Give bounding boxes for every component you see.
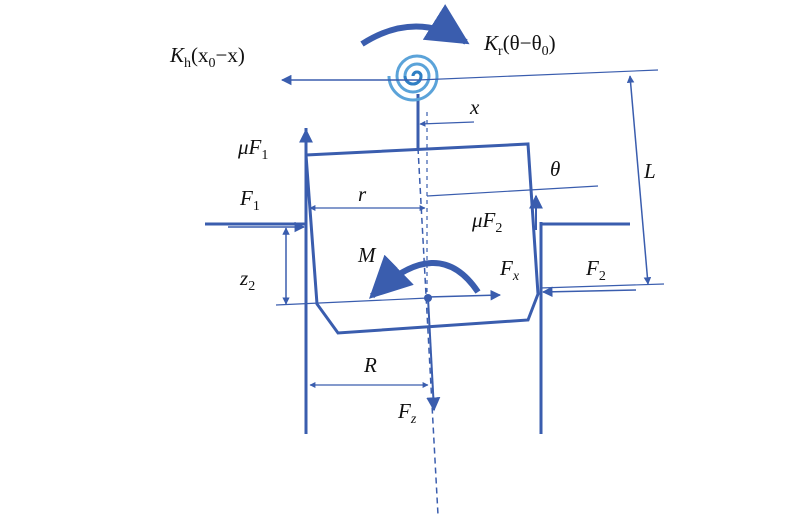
label-x: x xyxy=(469,95,480,119)
theta-reference-line xyxy=(426,185,599,197)
label-theta: θ xyxy=(550,157,560,181)
label-R: R xyxy=(363,353,377,377)
fz-arrow xyxy=(426,297,441,412)
rotation-arrow-top xyxy=(360,4,470,47)
bottom-reference-line xyxy=(539,283,665,289)
x-dimension-arrow xyxy=(419,120,475,127)
tilted-center-line xyxy=(417,147,439,516)
label-f1: F1 xyxy=(239,186,260,214)
label-f2: F2 xyxy=(585,256,606,284)
f2-arrow xyxy=(541,286,637,298)
label-kh: Kh(x0−x) xyxy=(169,43,245,71)
spiral-spring-icon xyxy=(387,54,439,102)
label-z2: z2 xyxy=(239,266,255,294)
top-reference-line xyxy=(417,69,659,81)
label-fx: Fx xyxy=(499,256,520,284)
label-r: r xyxy=(358,182,367,206)
label-mu-f2: μF2 xyxy=(471,208,502,236)
moment-arrow xyxy=(368,254,481,299)
label-L: L xyxy=(643,159,656,183)
z2-reference-line xyxy=(275,297,429,306)
label-fz: Fz xyxy=(397,399,417,427)
label-kr: Kr(θ−θ0) xyxy=(483,31,556,59)
fx-arrow xyxy=(427,290,502,301)
label-M: M xyxy=(357,243,377,267)
label-mu-f1: μF1 xyxy=(237,135,268,163)
block-body xyxy=(304,142,540,335)
l-dimension-arrow xyxy=(626,75,652,285)
